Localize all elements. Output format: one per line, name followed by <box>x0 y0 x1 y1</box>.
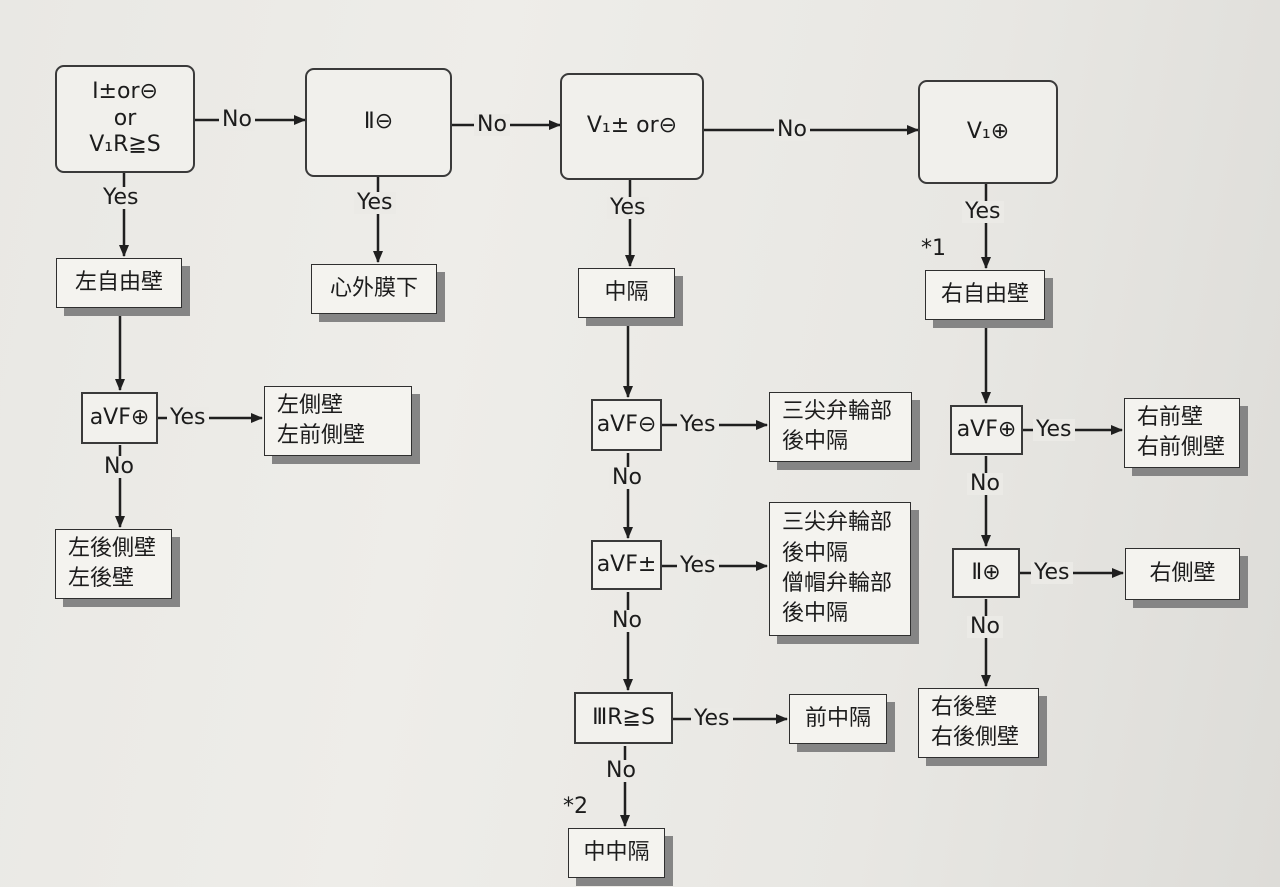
label-yes: Yes <box>962 201 1004 223</box>
condition-avf-positive-right: aVF⊕ <box>950 405 1023 455</box>
label-yes: Yes <box>354 192 396 214</box>
label-no: No <box>603 760 639 782</box>
result-text: 右後壁 <box>931 694 998 720</box>
result-septum: 中隔 <box>578 268 675 318</box>
label-yes: Yes <box>677 414 719 436</box>
footnote-marker: *1 <box>921 236 946 261</box>
result-right-posterior: 右後壁 右後側壁 <box>918 688 1039 758</box>
condition-avf-negative: aVF⊖ <box>591 399 662 451</box>
question-text: or <box>113 105 137 131</box>
label-no: No <box>609 610 645 632</box>
result-text: 三尖弁輪部 <box>782 510 893 536</box>
result-text: 左後側壁 <box>68 535 157 561</box>
label-no: No <box>774 119 810 141</box>
condition-text: aVF± <box>596 552 657 578</box>
label-yes: Yes <box>677 555 719 577</box>
result-text: 中中隔 <box>583 839 650 865</box>
question-text: I±or⊖ <box>92 78 158 104</box>
result-tricuspid-mitral-posterior-septum: 三尖弁輪部 後中隔 僧帽弁輪部 後中隔 <box>769 502 911 636</box>
result-text: 後中隔 <box>782 601 849 627</box>
result-right-lateral: 右側壁 <box>1125 548 1240 600</box>
condition-text: ⅢR≧S <box>592 705 655 731</box>
question-text: V₁⊕ <box>966 118 1010 144</box>
result-text: 左後壁 <box>68 566 135 591</box>
label-no: No <box>219 109 255 131</box>
result-text: 左前側壁 <box>277 423 366 448</box>
result-text: 右後側壁 <box>931 725 1020 750</box>
result-subepicardial: 心外膜下 <box>311 264 437 314</box>
result-anterior-septum: 前中隔 <box>789 694 887 744</box>
label-yes: Yes <box>691 708 733 730</box>
condition-text: aVF⊕ <box>956 417 1017 443</box>
result-text: 右前側壁 <box>1137 435 1226 460</box>
result-mid-septum: 中中隔 <box>568 828 665 878</box>
question-box-lead-v1-positive: V₁⊕ <box>918 80 1058 184</box>
question-text: V₁R≧S <box>89 132 161 158</box>
result-text: 左自由壁 <box>74 269 163 295</box>
result-text: 三尖弁輪部 <box>782 398 893 424</box>
label-no: No <box>609 467 645 489</box>
result-left-free-wall: 左自由壁 <box>56 258 182 308</box>
result-text: 左側壁 <box>277 392 344 418</box>
footnote-marker: *2 <box>563 794 588 819</box>
condition-text: aVF⊕ <box>89 405 150 431</box>
question-box-lead-i: I±or⊖ or V₁R≧S <box>55 65 195 173</box>
label-yes: Yes <box>167 407 209 429</box>
result-right-free-wall: 右自由壁 <box>925 270 1045 320</box>
condition-text: Ⅱ⊕ <box>971 560 1001 586</box>
label-yes: Yes <box>100 187 142 209</box>
result-text: 後中隔 <box>782 540 849 566</box>
result-text: 後中隔 <box>782 429 849 454</box>
result-text: 右側壁 <box>1149 560 1216 586</box>
result-text: 前中隔 <box>804 705 871 731</box>
label-no: No <box>474 114 510 136</box>
label-no: No <box>101 456 137 478</box>
result-text: 右前壁 <box>1137 404 1204 430</box>
label-no: No <box>967 616 1003 638</box>
condition-ii-positive: Ⅱ⊕ <box>952 548 1020 598</box>
result-tricuspid-posterior-septum: 三尖弁輪部 後中隔 <box>769 392 912 462</box>
label-yes: Yes <box>1031 562 1073 584</box>
result-text: 中隔 <box>604 279 649 305</box>
label-yes: Yes <box>1033 419 1075 441</box>
condition-avf-plus-minus: aVF± <box>591 540 662 590</box>
result-left-lateral: 左側壁 左前側壁 <box>264 386 412 456</box>
question-box-lead-v1: V₁± or⊖ <box>560 73 704 180</box>
label-yes: Yes <box>607 197 649 219</box>
result-text: 心外膜下 <box>329 275 418 301</box>
result-left-posterior: 左後側壁 左後壁 <box>55 529 172 599</box>
condition-text: aVF⊖ <box>596 412 657 438</box>
result-right-anterior: 右前壁 右前側壁 <box>1124 398 1240 468</box>
condition-iii-r-s: ⅢR≧S <box>574 692 673 744</box>
question-text: V₁± or⊖ <box>586 113 678 139</box>
label-no: No <box>967 473 1003 495</box>
question-text: Ⅱ⊖ <box>363 109 394 135</box>
result-text: 僧帽弁輪部 <box>782 571 893 596</box>
condition-avf-positive-left: aVF⊕ <box>81 392 158 444</box>
question-box-lead-ii: Ⅱ⊖ <box>305 68 452 177</box>
result-text: 右自由壁 <box>940 281 1029 307</box>
